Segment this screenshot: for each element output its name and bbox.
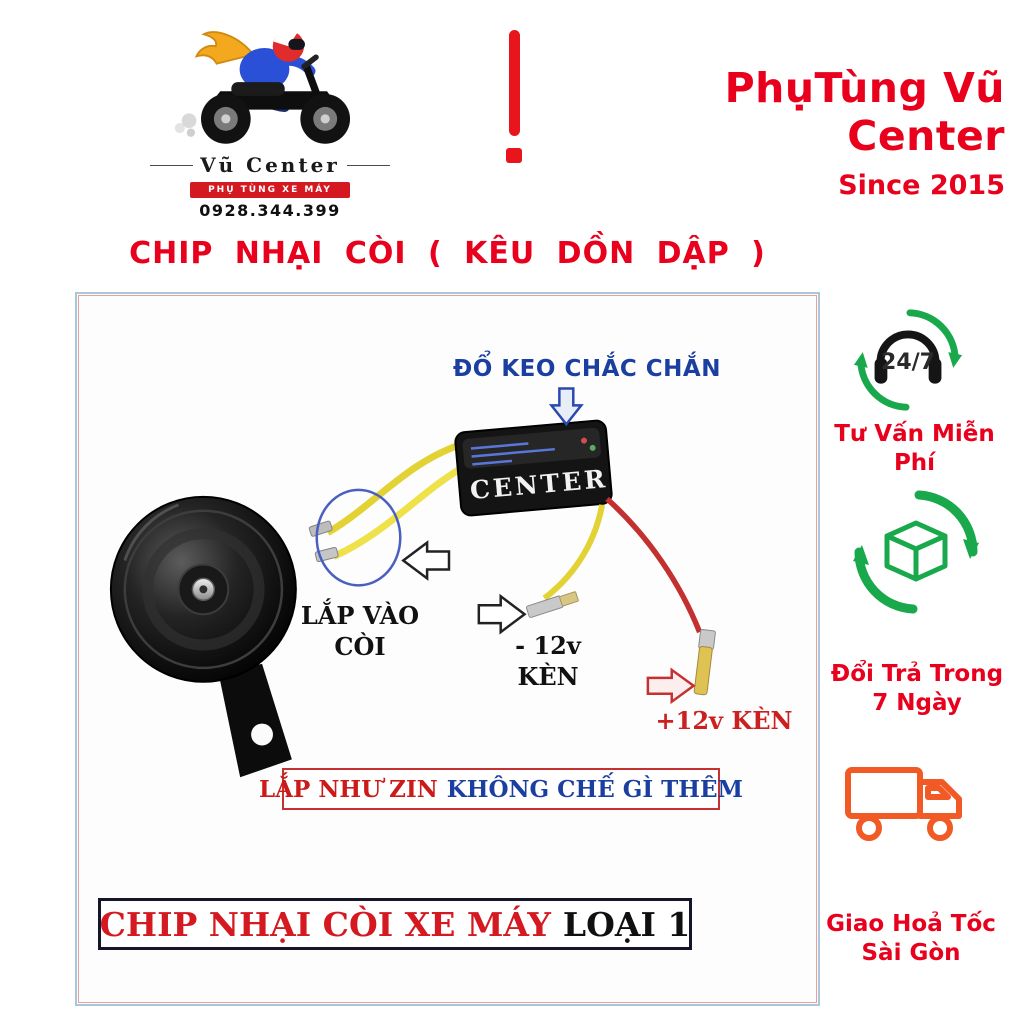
exhaust-smoke bbox=[174, 113, 197, 137]
rider-motorcycle-illustration bbox=[174, 29, 351, 144]
wing bbox=[194, 31, 256, 65]
product-caption-red: CHIP NHẠI CÒI XE MÁY bbox=[99, 904, 551, 944]
horn bbox=[109, 495, 297, 778]
returns-icon bbox=[851, 487, 981, 617]
brand-phone: 0928.344.399 bbox=[199, 201, 341, 220]
wiring-diagram-art bbox=[109, 387, 716, 778]
brand-row: Vũ Center bbox=[150, 153, 390, 177]
visor bbox=[288, 38, 305, 50]
rear-wheel bbox=[201, 94, 251, 144]
front-wheel bbox=[300, 94, 351, 144]
support-label: Tư Vấn Miễn Phí bbox=[834, 421, 995, 476]
shop-logo: Vũ Center PHỤ TÙNG XE MÁY 0928.344.399 bbox=[150, 14, 390, 220]
brand-name: Vũ Center bbox=[200, 153, 340, 177]
install-banner: LẮP NHƯ ZIN KHÔNG CHẾ GÌ THÊM bbox=[259, 768, 743, 810]
relay-module bbox=[454, 419, 613, 517]
neg-arrow-right-icon bbox=[477, 593, 527, 635]
shop-header: PhụTùng Vũ Center Since 2015 bbox=[570, 64, 1005, 201]
red-divider-dot bbox=[506, 148, 522, 163]
support-247-icon: 24/7 bbox=[849, 301, 967, 419]
pos-arrow-right-icon bbox=[646, 667, 696, 705]
positive-wire-annotation: +12v KÈN bbox=[655, 706, 793, 735]
brand-tagline: PHỤ TÙNG XE MÁY bbox=[190, 182, 350, 198]
product-caption-black: LOẠI 1 bbox=[562, 904, 691, 944]
shop-since: Since 2015 bbox=[838, 170, 1005, 201]
positive-wire bbox=[605, 496, 716, 696]
shop-name: PhụTùng Vũ Center bbox=[724, 64, 1005, 160]
glue-annotation: ĐỔ KEO CHẮC CHẮN bbox=[453, 356, 721, 382]
delivery-label: Giao Hoả Tốc Sài Gòn bbox=[826, 911, 996, 966]
product-image-box: ĐỔ KEO CHẮC CHẮN CENTER LẮP VÀO CÒI - 12… bbox=[75, 292, 820, 1006]
support-badge: 24/7 bbox=[881, 350, 935, 375]
install-banner-red: LẮP NHƯ ZIN bbox=[259, 775, 438, 803]
product-caption: CHIP NHẠI CÒI XE MÁY LOẠI 1 bbox=[98, 898, 692, 950]
horn-wires bbox=[308, 439, 469, 563]
install-banner-blue: KHÔNG CHẾ GÌ THÊM bbox=[446, 775, 743, 803]
red-divider-bar bbox=[509, 30, 520, 136]
product-title: CHIP NHẠI CÒI ( KÊU DỒN DẬP ) bbox=[129, 236, 766, 271]
horn-annotation: LẮP VÀO CÒI bbox=[300, 601, 420, 661]
negative-wire bbox=[525, 504, 606, 618]
delivery-truck-icon bbox=[842, 752, 972, 854]
horn-arrow-left-icon bbox=[401, 540, 451, 581]
returns-label: Đổi Trả Trong 7 Ngày bbox=[830, 661, 1004, 716]
connection-highlight-circle bbox=[315, 488, 402, 587]
glue-arrow-down-icon bbox=[548, 387, 584, 427]
negative-wire-annotation: - 12v KÈN bbox=[515, 631, 581, 691]
